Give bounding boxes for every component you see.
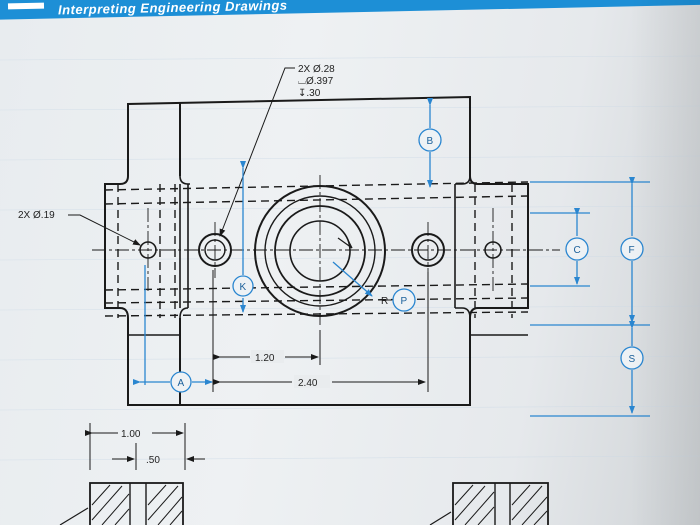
section-view-right (429, 482, 549, 525)
bubble-f: F (620, 237, 644, 261)
svg-text:S: S (629, 354, 636, 365)
svg-text:A: A (178, 378, 185, 389)
hole-note-line-3: ↧.30 (298, 88, 321, 99)
svg-text:K: K (240, 282, 247, 293)
bubble-p: P (392, 288, 416, 312)
counterbored-hole-right (411, 233, 445, 267)
dim-0-50: .50 (146, 455, 160, 466)
hidden-lines (104, 181, 529, 318)
blue-dimensions (133, 98, 650, 417)
hole-note-line-2: ⌴Ø.397 (298, 76, 334, 87)
counterbored-hole-left (198, 233, 232, 267)
black-dimensions (85, 270, 429, 470)
bubble-s: S (620, 346, 644, 370)
inner-lines (128, 175, 528, 336)
svg-text:B: B (427, 136, 434, 147)
bubble-a: A (170, 371, 192, 393)
section-view-left (59, 482, 184, 525)
small-hole-note: 2X Ø.19 (18, 210, 55, 221)
bubble-k: K (232, 275, 254, 297)
dim-2-40: 2.40 (298, 378, 318, 389)
svg-text:F: F (629, 245, 635, 256)
svg-text:P: P (401, 296, 408, 307)
svg-text:C: C (574, 245, 581, 256)
dim-1-20: 1.20 (255, 353, 275, 364)
leader-lines (68, 67, 295, 246)
hole-callout-note: 2X Ø.28 ⌴Ø.397 ↧.30 (298, 64, 335, 99)
hole-note-line-1: 2X Ø.28 (298, 64, 335, 75)
radius-prefix: R (381, 296, 388, 307)
bubble-b: B (418, 128, 442, 152)
dimension-texts: 1.20 2.40 1.00 .50 (121, 350, 330, 466)
small-holes (139, 241, 502, 259)
letter-bubbles: A B C F K P S (170, 128, 644, 393)
page-edge-shadow (630, 0, 700, 525)
central-boss (254, 185, 386, 317)
dim-1-00: 1.00 (121, 429, 141, 440)
center-lines (92, 175, 560, 325)
bubble-c: C (565, 237, 589, 261)
